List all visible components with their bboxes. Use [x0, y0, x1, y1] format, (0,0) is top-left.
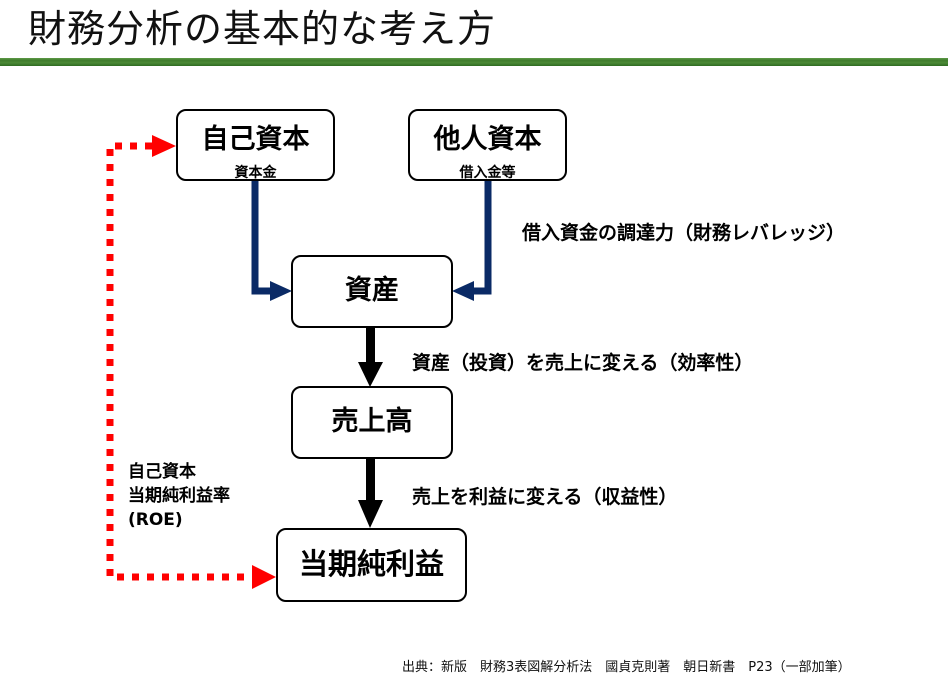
label-roe: 自己資本 当期純利益率 (ROE)	[128, 460, 230, 532]
node-equity-subtitle: 資本金	[234, 165, 277, 181]
slide-title: 財務分析の基本的な考え方	[28, 7, 497, 51]
arrow-roe-loop	[106, 135, 276, 589]
label-roe-line2: 当期純利益率	[128, 486, 230, 506]
node-assets-title: 資産	[345, 275, 399, 306]
node-liabilities: 他人資本 借入金等	[408, 109, 567, 181]
arrow-liabilities-to-assets	[452, 180, 492, 301]
node-assets: 資産	[291, 255, 453, 328]
title-divider	[0, 58, 948, 66]
label-financial-leverage: 借入資金の調達力（財務レバレッジ）	[522, 222, 846, 244]
node-liabilities-subtitle: 借入金等	[459, 165, 516, 181]
node-sales-title: 売上高	[331, 406, 413, 437]
arrow-sales-to-net-income	[358, 459, 383, 528]
node-net-income-title: 当期純利益	[298, 547, 444, 581]
node-liabilities-title: 他人資本	[433, 124, 542, 155]
label-roe-line3: (ROE)	[128, 510, 183, 530]
label-roe-line1: 自己資本	[128, 462, 196, 482]
arrow-equity-to-assets	[251, 180, 292, 301]
source-citation: 出典：新版 財務3表図解分析法 國貞克則著 朝日新書 P23（一部加筆）	[402, 660, 851, 675]
node-sales: 売上高	[291, 386, 453, 459]
arrow-assets-to-sales	[358, 328, 383, 387]
node-equity-title: 自己資本	[201, 124, 310, 155]
label-profitability: 売上を利益に変える（収益性）	[412, 486, 678, 508]
node-equity: 自己資本 資本金	[176, 109, 335, 181]
node-net-income: 当期純利益	[276, 528, 467, 602]
label-efficiency: 資産（投資）を売上に変える（効率性）	[412, 352, 754, 374]
